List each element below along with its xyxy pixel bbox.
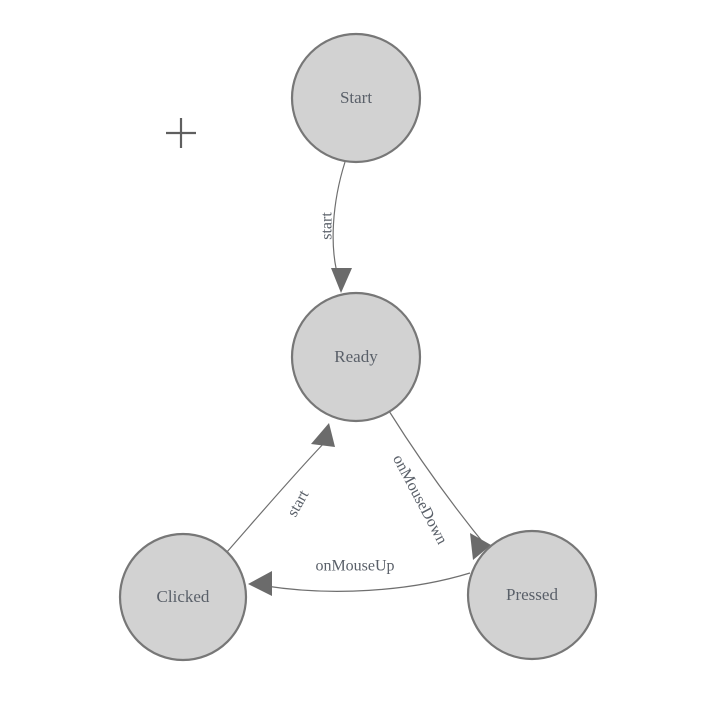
- node-clicked[interactable]: Clicked: [118, 532, 248, 662]
- node-circle-start[interactable]: [290, 32, 422, 164]
- arrowhead-pressed-to-clicked: [248, 571, 272, 596]
- crosshair-icon: [166, 118, 196, 148]
- edge-label-clicked-to-ready: start: [284, 487, 312, 520]
- edge-path-ready-to-pressed: [388, 410, 491, 552]
- edge-label-pressed-to-clicked: onMouseUp: [315, 558, 394, 575]
- arrowhead-ready-to-pressed: [470, 533, 491, 560]
- edge-path-pressed-to-clicked: [265, 572, 471, 592]
- edge-clicked-to-ready[interactable]: start: [225, 423, 335, 554]
- edge-pressed-to-clicked[interactable]: onMouseUp: [248, 558, 471, 596]
- edge-label-ready-to-pressed: onMouseDown: [389, 452, 450, 547]
- node-circle-clicked[interactable]: [118, 532, 248, 662]
- edge-path-clicked-to-ready: [225, 439, 328, 554]
- node-pressed[interactable]: Pressed: [466, 529, 598, 661]
- edge-ready-to-pressed[interactable]: onMouseDown: [388, 410, 491, 560]
- edge-start-to-ready[interactable]: start: [319, 161, 352, 293]
- node-label-ready: Ready: [334, 347, 378, 366]
- node-circle-ready[interactable]: [290, 291, 422, 423]
- node-label-clicked: Clicked: [157, 587, 210, 606]
- arrowhead-clicked-to-ready: [311, 423, 335, 447]
- node-label-pressed: Pressed: [506, 585, 558, 604]
- node-start[interactable]: Start: [290, 32, 422, 164]
- edge-label-start-to-ready: start: [319, 212, 336, 240]
- node-label-start: Start: [340, 88, 372, 107]
- node-ready[interactable]: Ready: [290, 291, 422, 423]
- node-circle-pressed[interactable]: [466, 529, 598, 661]
- arrowhead-start-to-ready: [331, 268, 352, 293]
